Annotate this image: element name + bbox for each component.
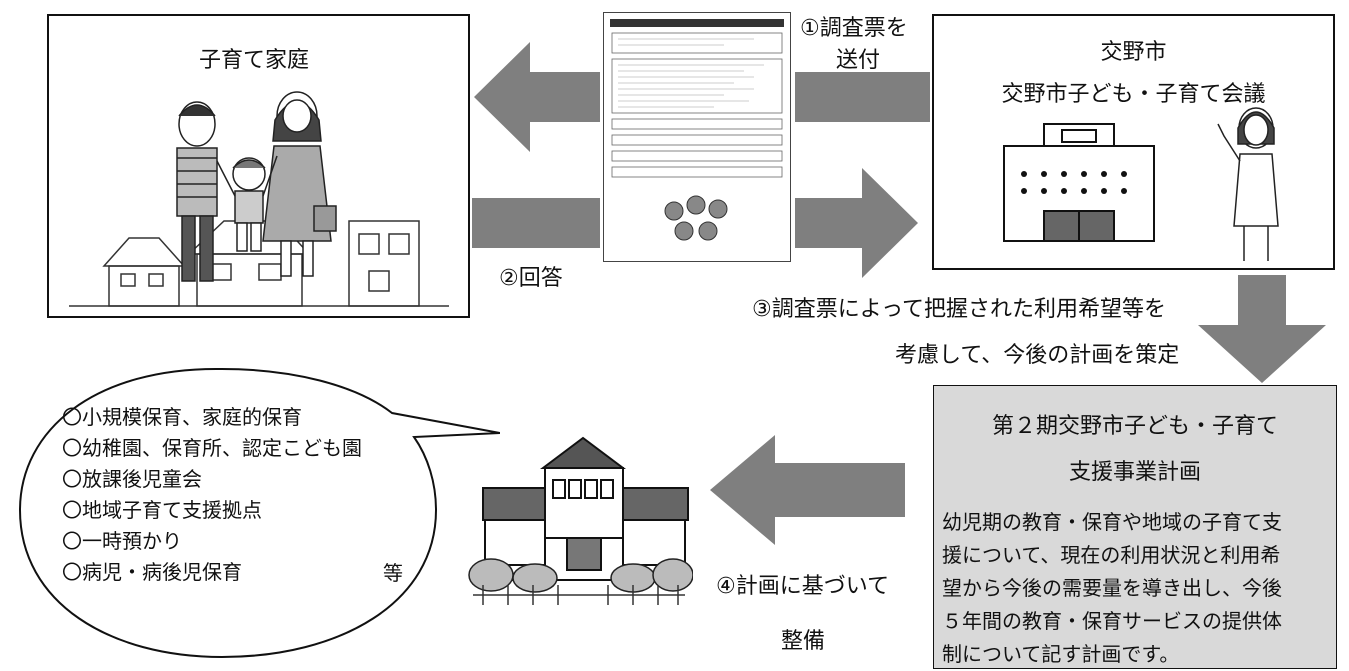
- services-etc: 等: [383, 561, 403, 585]
- arrow-send-from-city: [795, 72, 930, 122]
- facility-illustration: [468, 436, 693, 605]
- plan-description-line: 援について、現在の利用状況と利用希: [942, 543, 1281, 567]
- survey-sheet-illustration: [610, 19, 784, 241]
- step1-label-line2: 送付: [836, 48, 881, 73]
- service-item: 〇幼稚園、保育所、認定こども園: [62, 436, 362, 460]
- services-list: 〇小規模保育、家庭的保育 〇幼稚園、保育所、認定こども園 〇放課後児童会 〇地域…: [62, 402, 362, 588]
- step2-label: ②回答: [499, 266, 563, 291]
- plan-title-line2: 支援事業計画: [1068, 460, 1201, 485]
- city-council-title: 交野市子ども・子育て会議: [1001, 82, 1266, 107]
- city-box: 交野市 交野市子ども・子育て会議: [932, 14, 1335, 270]
- plan-box: 第２期交野市子ども・子育て 支援事業計画 幼児期の教育・保育や地域の子育て支 援…: [933, 385, 1337, 669]
- arrow-send-to-family: [474, 42, 600, 152]
- arrow-answer-from-family: [472, 198, 600, 248]
- speech-bubble: [18, 367, 500, 659]
- service-item: 〇地域子育て支援拠点: [62, 498, 262, 522]
- arrow-plan-down: [1198, 275, 1326, 383]
- step4-label-line1: ④計画に基づいて: [716, 574, 890, 599]
- family-title: 子育て家庭: [199, 48, 310, 73]
- arrow-build-left: [710, 435, 905, 545]
- arrow-answer-to-city: [795, 168, 918, 278]
- family-box: 子育て家庭: [47, 14, 470, 318]
- service-item: 〇放課後児童会: [62, 467, 202, 491]
- service-item: 〇小規模保育、家庭的保育: [62, 405, 302, 429]
- family-illustration: [69, 91, 449, 307]
- step1-label-line1: ①調査票を: [800, 16, 908, 41]
- city-title: 交野市: [1100, 40, 1167, 65]
- plan-description-line: 制について記す計画です。: [942, 642, 1180, 666]
- survey-sheet: [603, 12, 791, 262]
- service-item: 〇一時預かり: [62, 529, 182, 553]
- plan-description: 幼児期の教育・保育や地域の子育て支 援について、現在の利用状況と利用希 望から今…: [942, 506, 1282, 671]
- step4-label-line2: 整備: [781, 629, 826, 654]
- step3-label-line2: 考慮して、今後の計画を策定: [895, 343, 1180, 368]
- step3-label-line1: ③調査票によって把握された利用希望等を: [752, 297, 1166, 322]
- plan-description-line: 幼児期の教育・保育や地域の子育て支: [942, 510, 1282, 534]
- plan-title-line1: 第２期交野市子ども・子育て: [991, 414, 1278, 439]
- service-item: 〇病児・病後児保育: [62, 560, 242, 584]
- city-illustration: [1003, 107, 1279, 261]
- plan-description-line: 望から今後の需要量を導き出し、今後: [942, 576, 1282, 600]
- plan-description-line: ５年間の教育・保育サービスの提供体: [942, 609, 1282, 633]
